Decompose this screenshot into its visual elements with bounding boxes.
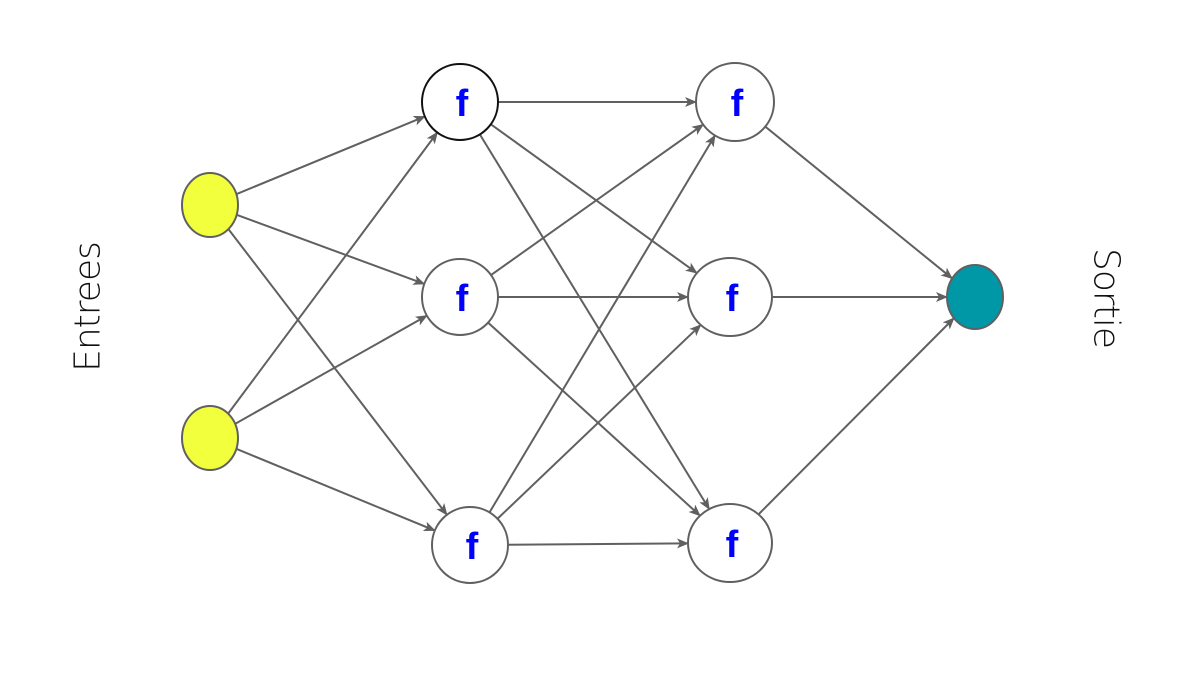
node-circle xyxy=(181,172,239,238)
edge-hidden-1-2-to-hidden-2-3 xyxy=(487,321,701,517)
connections xyxy=(227,97,955,549)
node-circle xyxy=(695,62,775,142)
hidden-1-node-1: f xyxy=(421,63,499,141)
edge-input-2-to-hidden-1-3 xyxy=(235,447,436,532)
hidden-2-node-3: f xyxy=(687,503,773,583)
edge-input-1-to-hidden-1-2 xyxy=(236,213,426,285)
input-node-1 xyxy=(181,172,239,238)
neurons: f f f f f f xyxy=(181,62,1004,584)
edge-hidden-2-3-to-output-1 xyxy=(757,317,955,516)
inputs-label: Entrees xyxy=(67,242,109,372)
node-circle xyxy=(431,506,509,584)
activation-symbol: f xyxy=(466,526,479,568)
edge-input-2-to-hidden-1-1 xyxy=(227,131,439,415)
input-node-2 xyxy=(181,405,239,471)
hidden-2-node-1: f xyxy=(695,62,775,142)
edge-input-2-to-hidden-1-2 xyxy=(234,314,428,425)
edge-hidden-1-3-to-hidden-2-1 xyxy=(488,134,716,513)
activation-symbol: f xyxy=(731,83,744,125)
node-circle xyxy=(687,503,773,583)
edge-hidden-1-1-to-hidden-2-2 xyxy=(490,123,698,274)
edge-hidden-1-3-to-hidden-2-3 xyxy=(507,538,690,549)
edge-input-1-to-hidden-1-3 xyxy=(227,228,448,516)
edge-hidden-1-3-to-hidden-2-2 xyxy=(496,324,702,520)
edge-hidden-1-1-to-hidden-2-3 xyxy=(478,133,711,510)
hidden-2-node-2: f xyxy=(687,257,773,337)
hidden-1-node-3: f xyxy=(431,506,509,584)
node-circle xyxy=(687,257,773,337)
edge-hidden-1-2-to-hidden-2-1 xyxy=(490,123,705,276)
node-circle xyxy=(946,264,1004,330)
hidden-1-node-2: f xyxy=(421,258,499,336)
output-node-1 xyxy=(946,264,1004,330)
node-circle xyxy=(421,63,499,141)
node-circle xyxy=(421,258,499,336)
activation-symbol: f xyxy=(456,83,469,125)
node-circle xyxy=(181,405,239,471)
activation-symbol: f xyxy=(726,278,739,320)
edge-input-1-to-hidden-1-1 xyxy=(235,115,426,196)
edge-hidden-2-1-to-output-1 xyxy=(764,125,953,280)
activation-symbol: f xyxy=(726,524,739,566)
activation-symbol: f xyxy=(456,278,469,320)
output-label: Sortie xyxy=(1085,248,1127,348)
